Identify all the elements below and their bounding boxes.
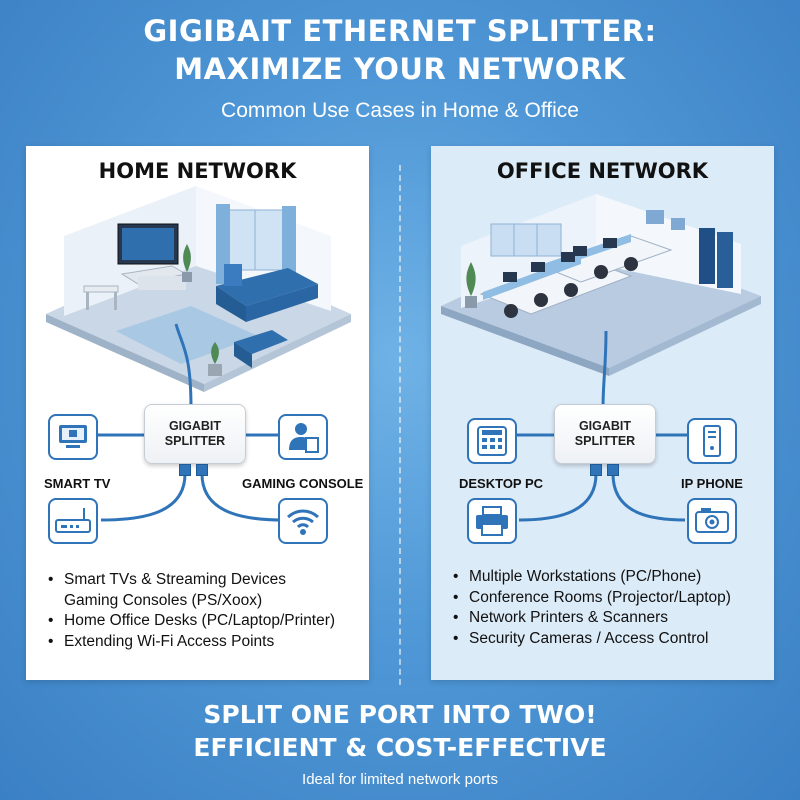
office-network-panel: OFFICE NETWORK [431,146,774,680]
subtitle: Common Use Cases in Home & Office [221,99,579,122]
wifi-access-point-device [278,498,328,544]
gamer-icon [289,423,319,453]
printer-device [467,498,517,544]
pc-tower-icon [703,425,721,457]
router-device [48,498,98,544]
office-splitter-port-2 [607,464,619,476]
office-panel-title: OFFICE NETWORK [496,159,709,183]
desktop-pc-device [467,418,517,464]
home-splitter-port-1 [179,464,191,476]
home-use-case-list: Smart TVs & Streaming Devices Gaming Con… [48,570,335,652]
home-scene-illustration [46,186,351,522]
printer-icon [476,506,508,536]
ip-phone-device [687,418,737,464]
home-splitter-port-2 [196,464,208,476]
home-panel-title: HOME NETWORK [98,159,297,183]
gaming-console-device [278,414,328,460]
security-camera-device [687,498,737,544]
office-bullet-1: Multiple Workstations (PC/Phone) [453,567,731,588]
router-icon [55,508,91,533]
main-title-line2: MAXIMIZE YOUR NETWORK [174,52,626,86]
office-device-label-1: DESKTOP PC [459,476,544,491]
smart-tv-device [48,414,98,460]
office-bullet-2: Conference Rooms (Projector/Laptop) [453,588,731,609]
office-bullet-3: Network Printers & Scanners [453,608,731,629]
home-device-label-1: SMART TV [44,476,111,491]
footer-headline-1: SPLIT ONE PORT INTO TWO! [203,700,597,729]
home-bullet-4: Extending Wi-Fi Access Points [48,632,335,653]
footer-tagline: Ideal for limited network ports [302,771,498,788]
panel-divider [399,165,401,685]
office-use-case-list: Multiple Workstations (PC/Phone) Confere… [453,567,731,649]
wifi-icon [287,509,319,535]
home-splitter-line2: SPLITTER [164,434,226,448]
home-bullet-2: Gaming Consoles (PS/Xoox) [64,591,263,609]
camera-icon [695,508,729,533]
office-splitter-line2: SPLITTER [574,434,636,448]
home-network-panel: HOME NETWORK [26,146,369,680]
phone-keypad-icon [477,426,507,456]
office-splitter-port-1 [590,464,602,476]
office-splitter-line1: GIGABIT [578,419,632,433]
home-device-label-2: GAMING CONSOLE [242,476,364,491]
home-splitter-line1: GIGABIT [168,419,222,433]
main-title-line1: GIGIBAIT ETHERNET SPLITTER: [143,14,657,48]
office-scene-illustration [441,194,761,522]
tv-icon [59,425,87,448]
footer-headline-2: EFFICIENT & COST-EFFECTIVE [193,733,607,762]
office-device-label-2: IP PHONE [681,476,743,491]
office-bullet-4: Security Cameras / Access Control [453,629,731,650]
home-gigabit-splitter: GIGABIT SPLITTER [144,404,246,464]
home-bullet-3: Home Office Desks (PC/Laptop/Printer) [48,611,335,632]
office-gigabit-splitter: GIGABIT SPLITTER [554,404,656,464]
home-bullet-1: Smart TVs & Streaming Devices [48,570,335,591]
